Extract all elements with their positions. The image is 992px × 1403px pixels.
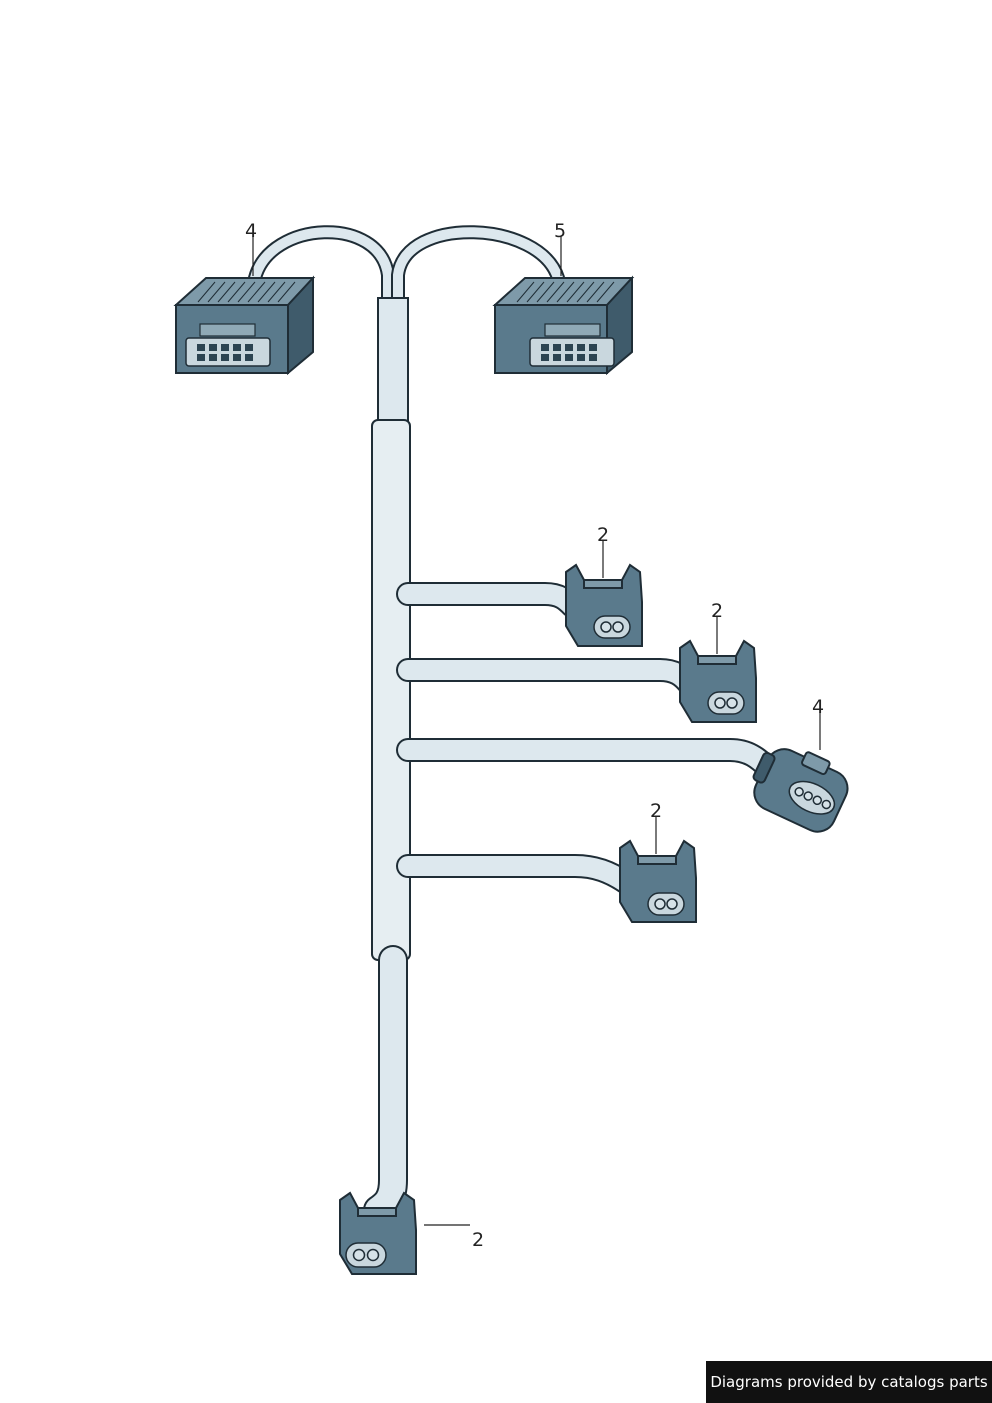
callout-label: 2: [472, 1229, 484, 1251]
callout-leaders: [252, 236, 821, 1226]
callout-label: 2: [650, 800, 662, 822]
multipin-connector-left: [173, 275, 316, 376]
callout-label: 2: [597, 524, 609, 546]
credit-text: Diagrams provided by catalogs parts: [710, 1373, 988, 1391]
callout-label: 4: [245, 220, 257, 242]
credit-footer: Diagrams provided by catalogs parts: [706, 1361, 992, 1403]
two-pin-connector-1: [565, 563, 643, 647]
callout-label: 5: [554, 220, 566, 242]
multipin-connector-right: [492, 275, 635, 376]
callout-label: 4: [812, 696, 824, 718]
four-pin-connector: [752, 748, 849, 833]
callout-label: 2: [711, 600, 723, 622]
two-pin-connector-2: [679, 639, 757, 723]
two-pin-connector-3: [619, 839, 697, 923]
callout-labels: 4 5 2 2 4 2 2: [245, 220, 824, 1251]
two-pin-connector-bottom: [339, 1191, 417, 1275]
